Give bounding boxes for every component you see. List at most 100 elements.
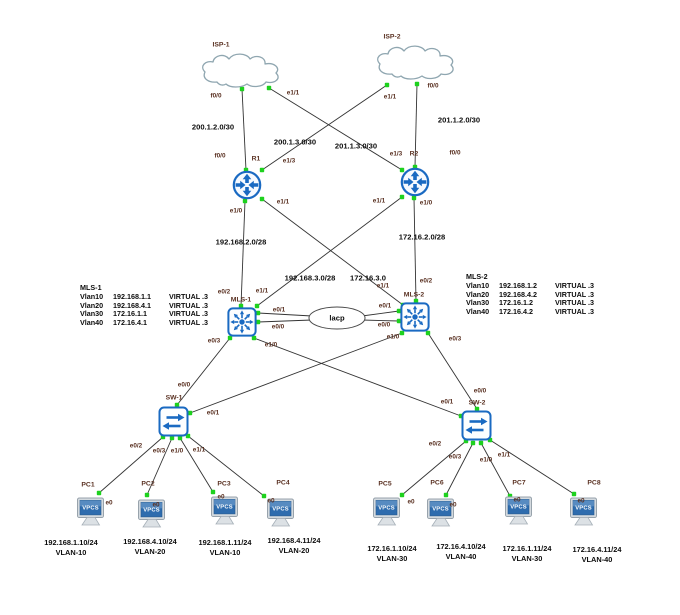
svi-ip: 192.168.1.1 xyxy=(113,292,151,302)
pc-ip-label: 172.16.1.10/24 xyxy=(367,544,417,553)
interface-label: e1/0 xyxy=(264,341,278,349)
interface-label: e1/3 xyxy=(282,157,296,165)
cloud-icon xyxy=(202,53,279,88)
interface-label: e1/3 xyxy=(389,150,403,158)
node-label-pc5: PC5 xyxy=(378,480,392,488)
port-status-dot xyxy=(425,330,431,336)
port-status-dot xyxy=(238,303,244,309)
pc-screen-label: VPCS xyxy=(510,505,527,511)
node-label-sw-1: SW-1 xyxy=(165,394,183,402)
node-pc2[interactable]: VPCS xyxy=(136,498,167,530)
node-label-sw-2: SW-2 xyxy=(468,399,486,407)
svi-ip: 192.168.1.2 xyxy=(499,281,537,291)
port-status-dot xyxy=(396,318,402,324)
interface-label: e0/1 xyxy=(272,306,286,314)
pc-ip-label: 172.16.1.11/24 xyxy=(502,544,552,553)
port-status-dot xyxy=(255,319,261,325)
link-wire xyxy=(401,440,467,496)
svi-vlan: Vlan40 xyxy=(466,306,490,316)
node-label-pc7: PC7 xyxy=(512,479,526,487)
node-r2[interactable] xyxy=(400,167,430,197)
node-pc5[interactable]: VPCS xyxy=(371,496,402,528)
node-mls-2[interactable] xyxy=(400,302,430,332)
link-wire xyxy=(427,332,478,410)
interface-label: e0/2 xyxy=(419,277,433,285)
port-status-dot xyxy=(239,86,245,92)
interface-label: e0/0 xyxy=(177,381,191,389)
node-pc4[interactable]: VPCS xyxy=(265,497,296,529)
port-status-dot xyxy=(474,406,480,412)
interface-label: e1/1 xyxy=(276,198,290,206)
node-label-pc6: PC6 xyxy=(430,479,444,487)
port-status-dot xyxy=(413,298,419,304)
node-r1[interactable] xyxy=(232,170,262,200)
pc-ip-label: 192.168.1.10/24 xyxy=(44,538,98,547)
interface-label: e0/1 xyxy=(378,302,392,310)
multilayer-switch-icon xyxy=(400,302,430,332)
port-status-dot xyxy=(251,335,257,341)
pc-icon: VPCS xyxy=(267,498,294,527)
svi-ip: 172.16.4.1 xyxy=(113,317,147,327)
svi-virtual: VIRTUAL .3 xyxy=(169,309,209,319)
link-wire xyxy=(413,197,417,302)
interface-label: e0/1 xyxy=(440,398,454,406)
svi-virtual: VIRTUAL .3 xyxy=(169,317,209,327)
link-wire xyxy=(187,435,265,497)
port-status-dot xyxy=(210,489,216,495)
port-status-dot xyxy=(259,196,265,202)
interface-label: e0 xyxy=(267,497,275,505)
interface-label: e1/1 xyxy=(497,451,511,459)
svi-virtual: VIRTUAL .3 xyxy=(169,292,209,302)
router-icon xyxy=(232,170,262,200)
port-status-dot xyxy=(254,303,260,309)
node-pc8[interactable]: VPCS xyxy=(568,496,599,528)
interface-label: e1/0 xyxy=(386,333,400,341)
pc-screen-label: VPCS xyxy=(432,507,449,513)
link-wire xyxy=(241,88,247,171)
node-label-mls-1: MLS-1 xyxy=(230,296,252,304)
svi-virtual: VIRTUAL .3 xyxy=(555,289,595,299)
node-pc1[interactable]: VPCS xyxy=(75,496,106,528)
node-pc6[interactable]: VPCS xyxy=(425,497,456,529)
pc-screen-label: VPCS xyxy=(216,505,233,511)
link-wire xyxy=(240,200,246,307)
node-isp-2[interactable] xyxy=(375,45,459,81)
port-status-dot xyxy=(169,435,175,441)
interface-label: e1/1 xyxy=(376,282,390,290)
subnet-label: 201.1.2.0/30 xyxy=(437,115,481,125)
node-pc7[interactable]: VPCS xyxy=(503,495,534,527)
link-wire xyxy=(445,442,474,496)
port-status-dot xyxy=(414,81,420,87)
node-label-pc4: PC4 xyxy=(276,479,290,487)
switch-icon xyxy=(461,410,492,441)
interface-label: e0/1 xyxy=(206,409,220,417)
svi-info-title: MLS-1 xyxy=(80,283,102,292)
subnet-label: 201.1.3.0/30 xyxy=(334,141,378,151)
pc-icon: VPCS xyxy=(570,497,597,526)
pc-ip-label: 172.16.4.11/24 xyxy=(572,545,622,554)
node-sw-1[interactable] xyxy=(158,406,189,437)
interface-label: e1/1 xyxy=(286,89,300,97)
node-sw-2[interactable] xyxy=(461,410,492,441)
svi-ip: 172.16.4.2 xyxy=(499,306,533,316)
node-isp-1[interactable] xyxy=(200,53,284,89)
pc-icon: VPCS xyxy=(138,499,165,528)
link-wire xyxy=(176,337,231,406)
interface-label: e0 xyxy=(105,499,113,507)
interface-label: e0 xyxy=(449,501,457,509)
pc-vlan-label: VLAN-20 xyxy=(134,546,166,556)
port-status-dot xyxy=(443,492,449,498)
port-status-dot xyxy=(266,85,272,91)
node-pc3[interactable]: VPCS xyxy=(209,495,240,527)
port-status-dot xyxy=(144,492,150,498)
port-status-dot xyxy=(470,440,476,446)
svi-vlan: Vlan30 xyxy=(80,309,104,319)
pc-icon: VPCS xyxy=(211,496,238,525)
subnet-label: 172.16.2.0/28 xyxy=(398,232,446,242)
node-mls-1[interactable] xyxy=(227,307,257,337)
link-wire xyxy=(480,442,511,497)
